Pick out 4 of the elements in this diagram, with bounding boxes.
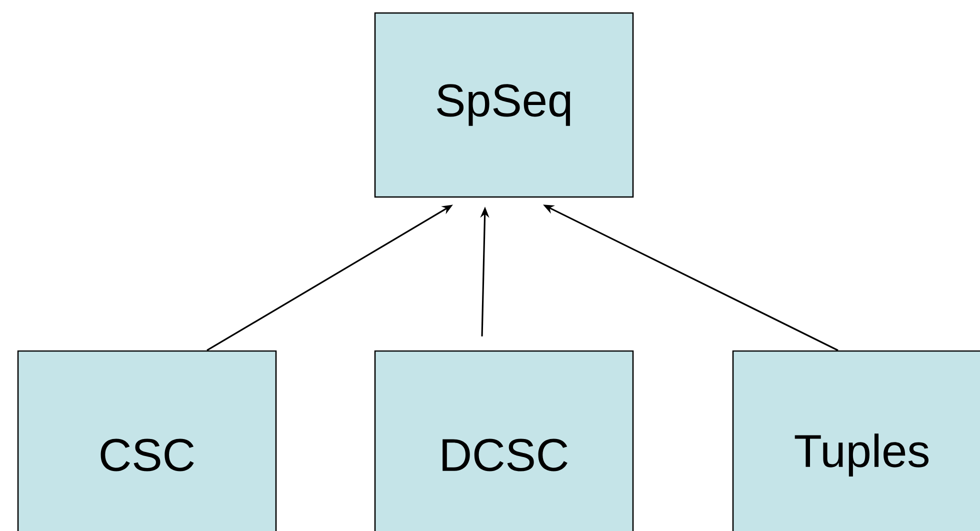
process-box: SpSeq xyxy=(374,12,634,198)
process-box: CSC xyxy=(17,350,277,531)
process-box: Tuples xyxy=(732,350,980,531)
process-box: DCSC xyxy=(374,350,634,531)
